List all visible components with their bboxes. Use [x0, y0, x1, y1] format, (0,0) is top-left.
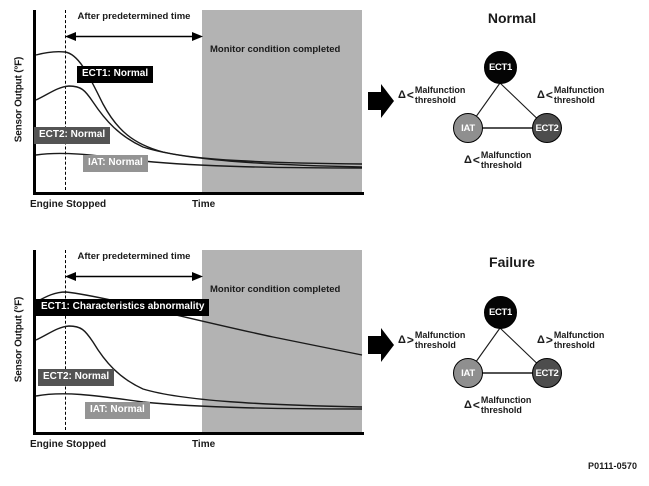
threshold-left-normal: Δ < Malfunction threshold: [398, 85, 465, 105]
threshold-line1: Malfunction: [553, 330, 605, 340]
double-arrow-icon: [65, 32, 203, 41]
node-ect1[interactable]: ECT1: [484, 296, 517, 329]
node-iat[interactable]: IAT: [453, 113, 483, 143]
series-label-iat: IAT: Normal: [85, 402, 150, 419]
threshold-bottom-normal: Δ < Malfunction threshold: [464, 150, 531, 170]
comparison-operator: >: [545, 333, 553, 347]
threshold-line1: Malfunction: [480, 395, 532, 405]
engine-stopped-marker: [65, 250, 66, 435]
flow-arrow-icon: [368, 328, 394, 362]
comparison-operator: <: [406, 88, 414, 102]
diagram-title-failure: Failure: [489, 254, 535, 270]
threshold-line1: Malfunction: [480, 150, 532, 160]
y-axis-line: [33, 10, 36, 195]
predetermined-time-span: After predetermined time: [65, 251, 203, 291]
predetermined-time-span: After predetermined time: [65, 11, 203, 51]
x-tick-engine-stopped: Engine Stopped: [30, 199, 107, 210]
diagram-title-normal: Normal: [487, 10, 537, 26]
x-tick-time: Time: [192, 439, 216, 450]
delta-icon: Δ: [537, 334, 545, 346]
predetermined-time-label: After predetermined time: [77, 251, 191, 262]
threshold-line1: Malfunction: [414, 85, 466, 95]
x-tick-engine-stopped: Engine Stopped: [30, 439, 107, 450]
series-label-iat: IAT: Normal: [83, 155, 148, 172]
series-label-ect2: ECT2: Normal: [38, 369, 115, 386]
delta-icon: Δ: [537, 89, 545, 101]
plot-area-normal: Monitor condition completed After predet: [33, 10, 364, 195]
y-axis-line: [33, 250, 36, 435]
y-axis-label: Sensor Output (°F): [13, 296, 25, 383]
y-axis-label: Sensor Output (°F): [13, 56, 25, 143]
comparison-operator: <: [472, 153, 480, 167]
double-arrow-icon: [65, 272, 203, 281]
node-ect2[interactable]: ECT2: [532, 113, 562, 143]
panel-failure: Sensor Output (°F) Monitor condition com…: [0, 240, 649, 470]
comparison-operator: <: [545, 88, 553, 102]
threshold-bottom-failure: Δ < Malfunction threshold: [464, 395, 531, 415]
x-tick-time: Time: [192, 199, 216, 210]
comparison-operator: <: [472, 398, 480, 412]
predetermined-time-label: After predetermined time: [77, 11, 191, 22]
threshold-line2: threshold: [480, 160, 522, 170]
threshold-line2: threshold: [414, 95, 456, 105]
threshold-left-failure: Δ > Malfunction threshold: [398, 330, 465, 350]
delta-icon: Δ: [464, 399, 472, 411]
monitor-condition-label: Monitor condition completed: [210, 284, 341, 295]
x-axis-line: [33, 432, 364, 435]
threshold-line2: threshold: [553, 95, 595, 105]
threshold-right-normal: Δ < Malfunction threshold: [537, 85, 604, 105]
series-label-ect1: ECT1: Normal: [77, 66, 154, 83]
engine-stopped-marker: [65, 10, 66, 195]
threshold-line2: threshold: [553, 340, 595, 350]
panel-normal: Sensor Output (°F) Monitor condition com…: [0, 0, 649, 230]
figure-code-id: P0111-0570: [588, 461, 638, 471]
threshold-line2: threshold: [480, 405, 522, 415]
threshold-right-failure: Δ > Malfunction threshold: [537, 330, 604, 350]
series-label-ect1: ECT1: Characteristics abnormality: [36, 299, 210, 316]
threshold-line2: threshold: [414, 340, 456, 350]
flow-arrow-icon: [368, 84, 394, 118]
chart-failure: Sensor Output (°F) Monitor condition com…: [0, 240, 380, 455]
comparison-operator: >: [406, 333, 414, 347]
node-iat[interactable]: IAT: [453, 358, 483, 388]
x-axis-line: [33, 192, 364, 195]
series-label-ect2: ECT2: Normal: [34, 127, 111, 144]
plot-area-failure: Monitor condition completed After predet…: [33, 250, 364, 435]
sensor-curves-normal: [35, 50, 363, 169]
delta-icon: Δ: [398, 89, 406, 101]
monitor-condition-label: Monitor condition completed: [210, 44, 341, 55]
threshold-line1: Malfunction: [553, 85, 605, 95]
chart-normal: Sensor Output (°F) Monitor condition com…: [0, 0, 380, 215]
threshold-line1: Malfunction: [414, 330, 466, 340]
node-ect1[interactable]: ECT1: [484, 51, 517, 84]
delta-icon: Δ: [398, 334, 406, 346]
delta-icon: Δ: [464, 154, 472, 166]
node-ect2[interactable]: ECT2: [532, 358, 562, 388]
